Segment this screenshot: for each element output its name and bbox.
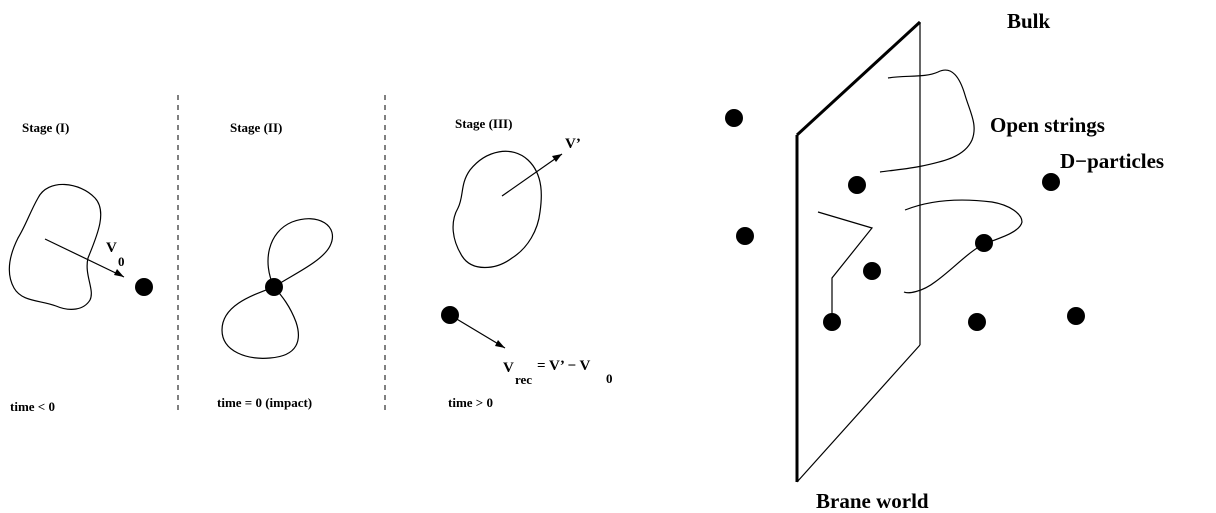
closed-string-stage-2-upper xyxy=(267,218,333,288)
brane-top-edge xyxy=(795,20,922,137)
d-particles-label: D−particles xyxy=(1060,149,1164,173)
vrec-label-subscript: rec xyxy=(515,372,532,387)
vrec-equation: = V’ − V xyxy=(537,358,591,374)
d-particle xyxy=(823,313,841,331)
closed-string-stage-1 xyxy=(8,183,102,310)
velocity-arrow-vprime xyxy=(501,153,563,197)
d-particle xyxy=(1042,173,1060,191)
d-particle xyxy=(848,176,866,194)
closed-string-stage-3 xyxy=(452,150,542,269)
stage-1-title: Stage (I) xyxy=(22,120,69,135)
velocity-arrow-vrec-head xyxy=(495,340,505,348)
d-particle-stage-1 xyxy=(135,278,153,296)
d-particle xyxy=(975,234,993,252)
stage-2-title: Stage (II) xyxy=(230,120,282,135)
brane-bottom-edge xyxy=(796,344,921,483)
velocity-arrow-vprime-head xyxy=(552,154,562,162)
open-strings-label: Open strings xyxy=(990,113,1105,137)
velocity-arrow-v0-head xyxy=(114,269,124,277)
velocity-arrow-v0 xyxy=(44,238,125,278)
bulk-label: Bulk xyxy=(1007,9,1051,33)
d-particle-stage-2 xyxy=(265,278,283,296)
open-string-3 xyxy=(903,199,1023,294)
d-particle xyxy=(968,313,986,331)
stage-3-time: time > 0 xyxy=(448,395,493,410)
vprime-label: V’ xyxy=(565,136,581,152)
closed-string-stage-2-lower xyxy=(221,286,300,359)
d-particle xyxy=(863,262,881,280)
v0-label-subscript: 0 xyxy=(118,254,125,269)
brane-world-diagram: Bulk Open strings D−particles Brane worl… xyxy=(725,9,1164,513)
open-string-2 xyxy=(817,211,874,322)
stage-diagram: Stage (I) Stage (II) Stage (III) V 0 V’ … xyxy=(8,95,613,415)
vrec-equation-subscript: 0 xyxy=(606,371,613,386)
brane-world-label: Brane world xyxy=(816,489,929,513)
d-particle xyxy=(725,109,743,127)
d-particle xyxy=(736,227,754,245)
velocity-arrow-vrec xyxy=(449,314,506,349)
stage-1-time: time < 0 xyxy=(10,399,55,414)
stage-2-time: time = 0 (impact) xyxy=(217,395,312,410)
d-particle xyxy=(1067,307,1085,325)
v0-label: V xyxy=(106,240,117,256)
vrec-label: V xyxy=(503,360,514,376)
open-string-1 xyxy=(879,69,975,173)
stage-3-title: Stage (III) xyxy=(455,116,512,131)
